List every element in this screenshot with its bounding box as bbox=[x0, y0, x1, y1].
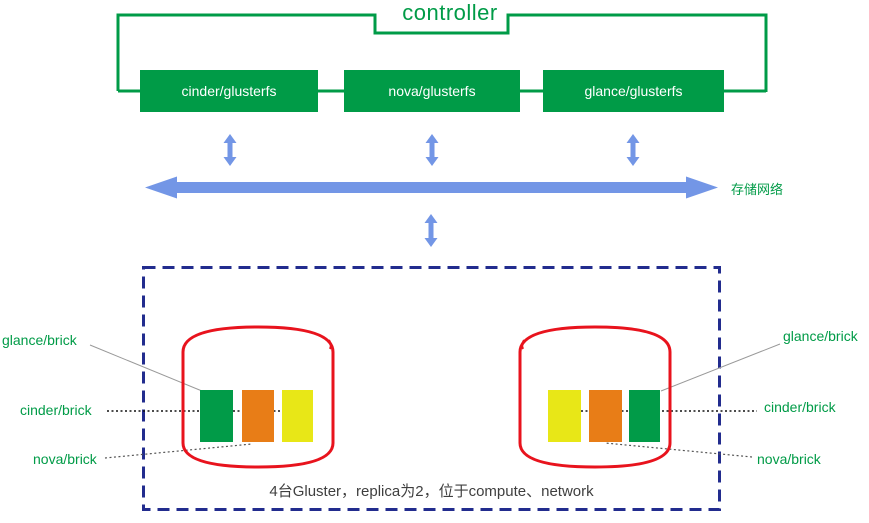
gluster-node-right bbox=[518, 325, 672, 469]
brick-label-left-cinder: cinder/brick bbox=[20, 402, 92, 418]
brick-label-right-cinder: cinder/brick bbox=[764, 399, 836, 415]
node-cinder-glusterfs: cinder/glusterfs bbox=[140, 70, 318, 112]
leader-line-right-glance bbox=[660, 343, 781, 392]
leader-line-left-nova bbox=[104, 443, 253, 459]
brick-label-right-nova: nova/brick bbox=[757, 451, 821, 467]
leader-line-right-nova bbox=[604, 442, 753, 458]
brick-bar-yellow-right bbox=[548, 390, 581, 442]
leader-line-left-glance bbox=[89, 344, 203, 392]
storage-network-label: 存储网络 bbox=[731, 182, 784, 197]
brick-bar-orange-left bbox=[242, 390, 274, 442]
double-arrow-vertical-cinder bbox=[223, 134, 237, 166]
brick-label-left-glance: glance/brick bbox=[2, 332, 77, 348]
node-cinder-label: cinder/glusterfs bbox=[181, 83, 277, 99]
gluster-node-left bbox=[181, 325, 335, 469]
double-arrow-vertical-cluster bbox=[424, 214, 438, 247]
cylinder-left-stroke-tick bbox=[328, 339, 332, 350]
controller-title: controller bbox=[402, 0, 498, 25]
storage-network-arrow bbox=[145, 176, 718, 199]
node-glance-label: glance/glusterfs bbox=[584, 83, 683, 99]
brick-label-left-nova: nova/brick bbox=[33, 451, 97, 467]
cylinder-left bbox=[181, 325, 335, 469]
node-glance-glusterfs: glance/glusterfs bbox=[543, 70, 724, 112]
cylinder-right bbox=[518, 325, 672, 469]
double-arrow-vertical-nova bbox=[425, 134, 439, 166]
controller-bracket-line bbox=[116, 13, 768, 92]
brick-bar-orange-right bbox=[589, 390, 622, 442]
double-arrow-vertical-glance bbox=[626, 134, 640, 166]
gluster-cluster-dashed-border bbox=[142, 266, 721, 511]
brick-bar-yellow-left bbox=[282, 390, 313, 442]
node-nova-label: nova/glusterfs bbox=[388, 83, 476, 99]
brick-bar-green-right bbox=[629, 390, 660, 442]
cluster-caption: 4台Gluster，replica为2，位于compute、network bbox=[269, 483, 594, 500]
brick-label-right-glance: glance/brick bbox=[783, 328, 858, 344]
node-nova-glusterfs: nova/glusterfs bbox=[344, 70, 520, 112]
cylinder-right-stroke-tick bbox=[521, 339, 525, 350]
brick-bar-green-left bbox=[200, 390, 233, 442]
